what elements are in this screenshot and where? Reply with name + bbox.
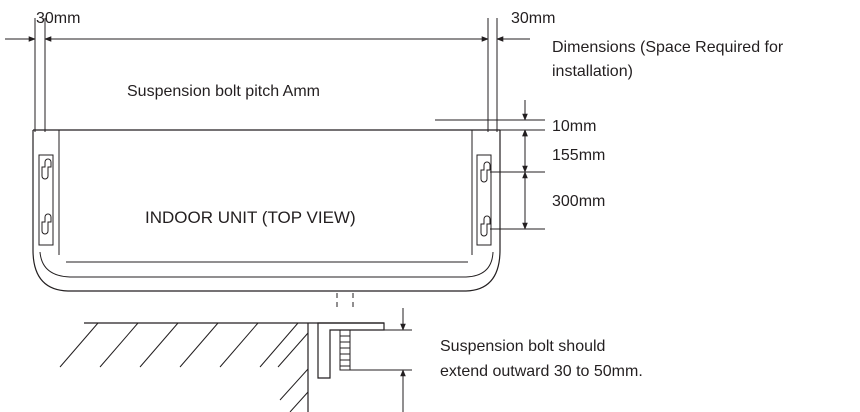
right-vertical-dimensions	[435, 100, 545, 230]
right-clearance-label: 30mm	[511, 10, 555, 27]
top-dimension-lines	[5, 18, 530, 132]
left-hanger-bracket	[38, 154, 54, 246]
suspension-bolt	[317, 322, 385, 379]
dimensions-title-line1: Dimensions (Space Required for	[552, 39, 784, 56]
bolt-note-line1: Suspension bolt should	[440, 338, 605, 355]
left-clearance-label: 30mm	[36, 10, 80, 27]
dimensions-title-line2: installation)	[552, 63, 633, 80]
lower-spacing-label: 300mm	[552, 193, 605, 210]
right-hanger-bracket	[476, 154, 492, 246]
bolt-extension-dimension	[350, 308, 412, 412]
upper-spacing-label: 155mm	[552, 147, 605, 164]
ceiling-section	[59, 293, 384, 412]
top-gap-label: 10mm	[552, 118, 596, 135]
bolt-note-line2: extend outward 30 to 50mm.	[440, 363, 643, 380]
bolt-pitch-label: Suspension bolt pitch Amm	[127, 83, 320, 100]
unit-caption: INDOOR UNIT (TOP VIEW)	[145, 208, 356, 227]
indoor-unit-outline	[32, 129, 501, 292]
